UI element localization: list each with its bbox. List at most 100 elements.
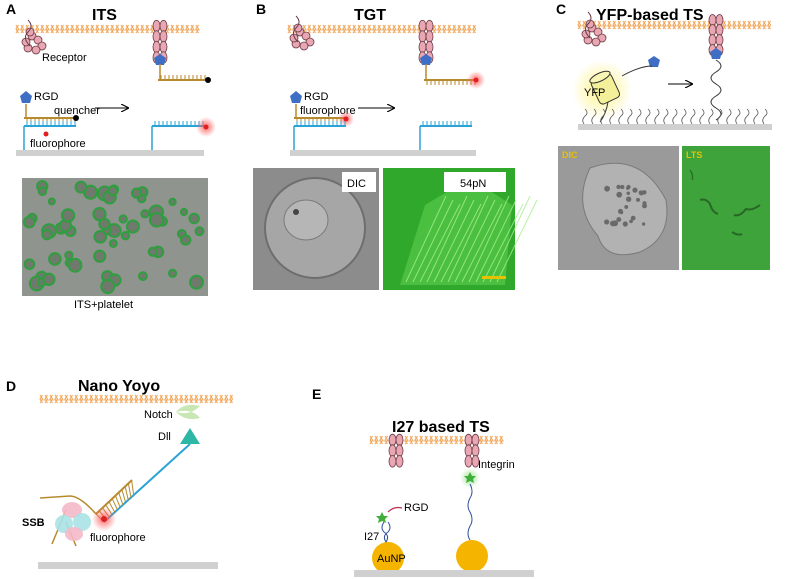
adhesion-mark bbox=[689, 169, 694, 181]
aunp-label: AuNP bbox=[377, 553, 406, 565]
fiber bbox=[447, 195, 489, 283]
panel-d: D Nano Yoyo Notch Dll SSB fluorophore bbox=[6, 378, 234, 569]
integrin-beta-domain bbox=[395, 444, 404, 457]
platelet bbox=[130, 187, 143, 199]
integrin-beta-domain bbox=[159, 30, 168, 43]
platelet bbox=[189, 274, 204, 290]
receptor-domain bbox=[33, 35, 43, 45]
platelet bbox=[93, 229, 108, 244]
yfp-barrel-icon bbox=[589, 70, 621, 105]
integrin-beta-domain bbox=[395, 433, 404, 447]
image-label-box bbox=[444, 172, 506, 192]
integrin-alpha-domain bbox=[418, 30, 427, 43]
integrin-label: Integrin bbox=[478, 459, 515, 471]
platelet bbox=[100, 278, 116, 295]
granule bbox=[624, 205, 629, 209]
image-label-box bbox=[342, 172, 376, 192]
dna-strand-top bbox=[24, 117, 76, 123]
membrane bbox=[287, 24, 477, 34]
receptor-domain bbox=[31, 45, 41, 55]
platelet bbox=[64, 250, 74, 260]
panel-b-title: TGT bbox=[354, 7, 386, 24]
membrane-lipids bbox=[287, 24, 477, 34]
integrin-alpha-domain bbox=[388, 455, 397, 468]
granule bbox=[616, 184, 621, 190]
panel-a: A ITS Receptor RGD quencher fluorophore bbox=[6, 1, 216, 311]
fluorophore-star-icon bbox=[376, 512, 388, 523]
aunp-particle bbox=[372, 542, 404, 574]
brush bbox=[672, 108, 678, 125]
panel-a-letter: A bbox=[6, 1, 16, 17]
dna-base bbox=[127, 483, 132, 498]
integrin-beta-domain bbox=[715, 34, 724, 46]
integrin-alpha-domain bbox=[708, 14, 717, 26]
brush bbox=[735, 108, 741, 125]
micrograph-lts-c: LTS bbox=[682, 146, 770, 270]
granule bbox=[641, 222, 646, 226]
adhesion-mark bbox=[699, 198, 719, 215]
integrin-beta-domain bbox=[395, 455, 404, 468]
brush bbox=[699, 108, 705, 125]
membrane-b bbox=[287, 24, 477, 34]
platelet bbox=[140, 209, 150, 219]
ssb-label: SSB bbox=[22, 517, 45, 529]
integrin-alpha-domain bbox=[152, 19, 161, 33]
platelet bbox=[98, 217, 111, 231]
integrin-icon bbox=[464, 433, 480, 468]
brush bbox=[744, 108, 750, 125]
integrin-beta-domain bbox=[471, 433, 480, 447]
platelet bbox=[47, 197, 56, 206]
scale-bar bbox=[482, 276, 506, 279]
rgd-icon bbox=[710, 48, 722, 59]
panel-e-title: I27 based TS bbox=[392, 419, 490, 436]
dna-strand-bottom bbox=[24, 121, 76, 127]
platelet bbox=[120, 230, 131, 241]
panel-e: E I27 based TS Integrin RGD I27 AuNP bbox=[312, 386, 534, 577]
micrograph-caption: ITS+platelet bbox=[74, 299, 133, 311]
granule bbox=[630, 215, 636, 221]
fluorophore-dot bbox=[203, 124, 209, 130]
platelet bbox=[125, 219, 140, 234]
receptor-domain bbox=[305, 37, 315, 47]
integrin-alpha-domain bbox=[418, 40, 427, 54]
fluorophore-dot bbox=[473, 77, 479, 83]
brush bbox=[600, 108, 606, 125]
brush bbox=[663, 108, 669, 125]
platelet bbox=[167, 268, 178, 278]
platelet bbox=[137, 271, 148, 282]
dna-base bbox=[118, 492, 124, 506]
dna-base bbox=[124, 486, 129, 501]
integrin-alpha-domain bbox=[464, 444, 473, 457]
integrin-alpha-domain bbox=[152, 30, 161, 43]
granule bbox=[626, 196, 632, 202]
integrin-beta-domain bbox=[159, 19, 168, 33]
receptor-domain bbox=[25, 27, 35, 37]
dna-base bbox=[131, 480, 135, 496]
brush bbox=[636, 108, 642, 125]
fiber bbox=[433, 199, 475, 283]
granule bbox=[617, 208, 624, 214]
integrin-beta-domain bbox=[715, 14, 724, 26]
receptor-domain bbox=[299, 41, 309, 51]
integrin-icon bbox=[388, 433, 404, 468]
ssb-subunit-a bbox=[62, 502, 82, 518]
dna-linker bbox=[39, 495, 97, 515]
notch-label: Notch bbox=[144, 409, 173, 421]
receptor-transmembrane bbox=[584, 11, 592, 39]
integrin-beta-domain bbox=[715, 24, 724, 36]
panel-c-letter: C bbox=[556, 1, 566, 17]
fiber bbox=[475, 199, 517, 283]
rgd-icon bbox=[154, 54, 166, 65]
panel-d-letter: D bbox=[6, 378, 16, 394]
platelet bbox=[60, 208, 76, 223]
integrin-alpha-domain bbox=[708, 34, 717, 46]
brush bbox=[762, 108, 768, 125]
panel-b-letter: B bbox=[256, 1, 266, 17]
platelet bbox=[23, 258, 36, 270]
dna-strand-top bbox=[158, 75, 208, 81]
quencher-dot bbox=[205, 77, 211, 83]
image-label-dic: DIC bbox=[562, 150, 578, 160]
panel-d-title: Nano Yoyo bbox=[78, 378, 160, 395]
fiber bbox=[461, 203, 503, 283]
brush bbox=[681, 108, 687, 125]
